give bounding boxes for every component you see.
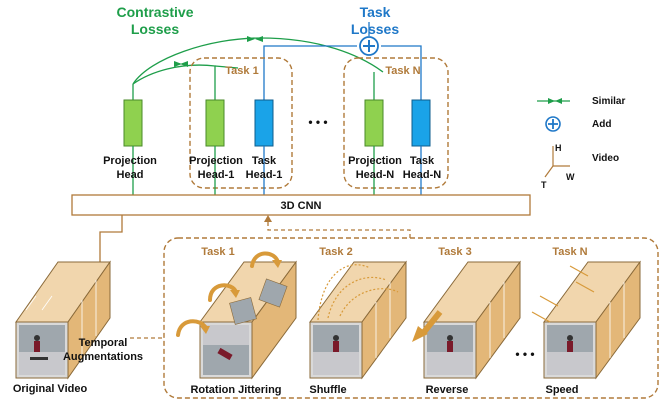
task-losses-title-1: Task (360, 4, 391, 20)
taskn-group-label: Task N (385, 65, 420, 77)
aug-task3-label: Task 3 (438, 246, 471, 258)
rotation-jittering-label: Rotation Jittering (190, 384, 281, 396)
original-video-cube (15, 260, 111, 380)
projection-head1-label-2: Head-1 (198, 169, 235, 181)
augmented-to-backbone-connector (267, 218, 411, 238)
task1-group-box (189, 57, 293, 189)
legend-similar-icon (537, 98, 570, 104)
contrastive-losses-title-1: Contrastive (116, 4, 193, 20)
projection-head-1 (205, 92, 225, 195)
shuffle-label: Shuffle (309, 384, 346, 396)
original-to-backbone-connector (99, 215, 123, 262)
projection-head-n (364, 72, 384, 195)
reverse-arrow-icon (412, 310, 443, 342)
heads-ellipsis: • • • (308, 115, 327, 129)
aug-taskn-label: Task N (552, 246, 587, 258)
task-head1-label-1: Task (252, 155, 277, 167)
legend-video-axes-icon (544, 146, 570, 178)
projection-head1-label-1: Projection (189, 155, 243, 167)
speed-label: Speed (545, 384, 578, 396)
shuffle-arc-icons (317, 264, 399, 321)
legend-add-label: Add (592, 119, 611, 130)
projection-headn-label-1: Projection (348, 155, 402, 167)
augmentations-group-box (163, 237, 659, 399)
legend-video-label: Video (592, 153, 619, 164)
legend-similar-label: Similar (592, 96, 625, 107)
task-head1-label-2: Head-1 (246, 169, 283, 181)
temporal-aug-label-2: Augmentations (63, 351, 143, 363)
aug-task2-label: Task 2 (319, 246, 352, 258)
contrastive-losses-title-2: Losses (131, 21, 179, 37)
task-losses-title-2: Losses (351, 21, 399, 37)
task-head-n (411, 99, 431, 195)
cnn-backbone-label: 3D CNN (281, 200, 322, 212)
legend-axis-w: W (566, 172, 575, 182)
task-head-1 (254, 99, 274, 195)
add-operator-icon (359, 36, 379, 56)
task-loss-connectors (263, 22, 422, 100)
projection-headn-label-2: Head-N (356, 169, 395, 181)
task-headn-label-1: Task (410, 155, 435, 167)
projection-head-label-2: Head (117, 169, 144, 181)
legend-add-icon (545, 116, 561, 132)
taskn-group-box (343, 57, 449, 189)
rotation-arrow-heads (200, 260, 282, 334)
speed-arrow-icons (531, 265, 595, 323)
rotation-arrow-icons (176, 251, 280, 337)
reverse-label: Reverse (426, 384, 469, 396)
speed-cube (543, 260, 641, 380)
task-headn-label-2: Head-N (403, 169, 442, 181)
reverse-cube (423, 260, 521, 380)
legend-axis-h: H (555, 143, 562, 153)
original-video-label: Original Video (13, 383, 88, 395)
projection-head-label-1: Projection (103, 155, 157, 167)
rotation-jittering-cube (199, 260, 297, 380)
temporal-aug-label-1: Temporal (79, 337, 128, 349)
shuffle-cube (309, 260, 407, 380)
task1-group-label: Task 1 (225, 65, 258, 77)
aug-task1-label: Task 1 (201, 246, 234, 258)
similar-arrow-heads (174, 36, 263, 67)
projection-head (123, 84, 143, 195)
aug-ellipsis: • • • (515, 347, 534, 361)
cnn-backbone-box (71, 194, 531, 216)
legend-axis-t: T (541, 180, 547, 190)
